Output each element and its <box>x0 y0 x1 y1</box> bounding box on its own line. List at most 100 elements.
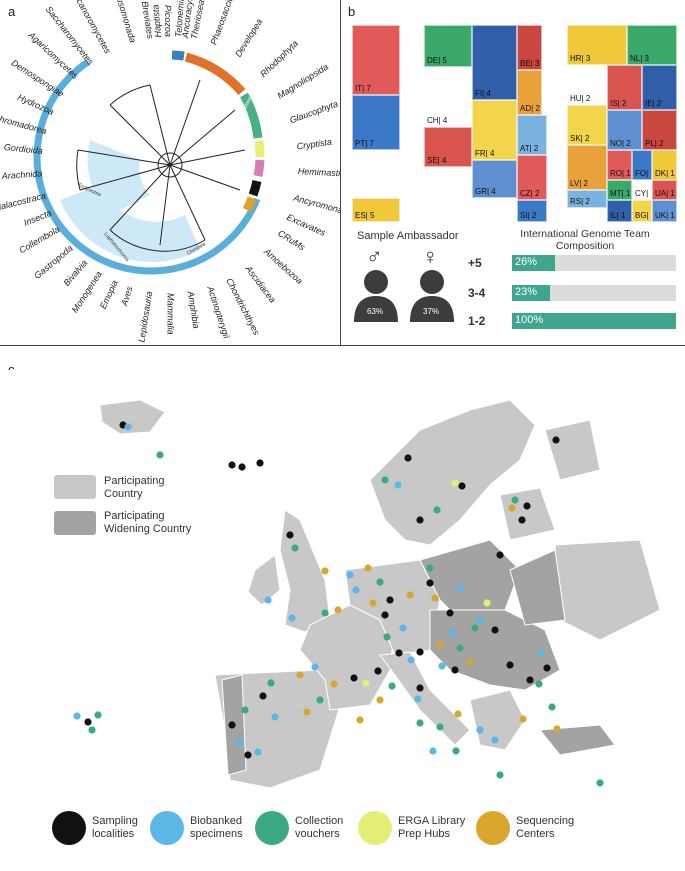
flag-tile: AD| 2 <box>517 70 542 115</box>
taxon-label: Magnoliopsida <box>276 62 331 101</box>
legend-point-label: Collection vouchers <box>295 815 344 840</box>
phylogenetic-tree: TSAR Archaeplastida Fungi Holozoa Ecdyso… <box>0 0 340 343</box>
map-location-marker <box>452 747 460 755</box>
map-location-marker <box>519 715 527 723</box>
panel-divider-vertical <box>340 0 341 345</box>
taxon-label: Aves <box>119 285 135 308</box>
map-location-marker <box>84 718 92 726</box>
map-location-marker <box>376 696 384 704</box>
chart-title: International Genome Team Composition <box>520 228 650 252</box>
map-location-marker <box>264 596 272 604</box>
taxon-label: Amoebozoa <box>261 246 304 286</box>
map-location-marker <box>124 423 132 431</box>
group-label-holozoa: Holozoa <box>62 119 71 138</box>
map-location-marker <box>416 648 424 656</box>
map-location-marker <box>346 571 354 579</box>
bar <box>512 313 676 329</box>
flag-label: PT| 7 <box>355 139 374 148</box>
flag-tile: SE| 4 <box>424 127 472 167</box>
map-location-marker <box>414 695 422 703</box>
tree-branches <box>76 79 246 252</box>
flag-label: CH| 4 <box>427 116 448 125</box>
group-label-tsar: TSAR <box>203 84 218 90</box>
map-location-marker <box>236 738 244 746</box>
map-location-marker <box>404 454 412 462</box>
flag-label: RS| 2 <box>570 197 590 206</box>
legend-area-swatch-participating <box>54 475 96 499</box>
flag-label: GR| 4 <box>475 187 496 196</box>
map-location-marker <box>399 624 407 632</box>
map-location-marker <box>526 676 534 684</box>
flag-tile: GR| 4 <box>472 160 517 198</box>
map-location-marker <box>407 656 415 664</box>
bar <box>512 255 555 271</box>
map-location-marker <box>386 596 394 604</box>
bar-value-label: 100% <box>515 314 544 326</box>
flag-tile: IT| 7 <box>352 25 400 95</box>
country-danube <box>429 609 561 691</box>
flag-tile: NL| 3 <box>627 25 677 65</box>
map-location-marker <box>238 463 246 471</box>
legend-point-label: Sampling localities <box>92 815 138 840</box>
flag-label: LV| 2 <box>570 179 588 188</box>
flag-label: FI| 4 <box>475 89 491 98</box>
map-points <box>73 421 604 787</box>
map-location-marker <box>438 662 446 670</box>
female-person-icon <box>410 270 454 322</box>
map-location-marker <box>259 692 267 700</box>
flag-tile: IL| 1 <box>607 200 632 222</box>
map-location-marker <box>244 751 252 759</box>
flag-label: SE| 4 <box>427 156 447 165</box>
tree-ring-hemimastigophora <box>253 159 265 177</box>
map-location-marker <box>496 771 504 779</box>
map-location-marker <box>491 626 499 634</box>
map-location-marker <box>291 544 299 552</box>
legend-area-label-widening: Participating Widening Country <box>104 510 192 535</box>
map-location-marker <box>321 609 329 617</box>
bar-track: 26% <box>512 255 676 271</box>
flag-tile: LV| 2 <box>567 145 607 190</box>
map-location-marker <box>506 661 514 669</box>
map-location-marker <box>518 516 526 524</box>
map-location-marker <box>376 578 384 586</box>
map-location-marker <box>429 747 437 755</box>
taxon-label: Telonemia <box>173 0 186 38</box>
map-location-marker <box>535 680 543 688</box>
museum-icon <box>255 811 289 845</box>
map-location-marker <box>483 599 491 607</box>
ambassador-figures <box>354 270 454 322</box>
flag-tile: PT| 7 <box>352 95 400 150</box>
flag-tile: HR| 3 <box>567 25 627 65</box>
map-location-marker <box>228 461 236 469</box>
taxon-label: Emopia <box>98 279 120 311</box>
map-location-marker <box>511 496 519 504</box>
land-widening <box>221 539 616 776</box>
bar-category-label: +5 <box>468 256 482 270</box>
flag-label: SK| 2 <box>570 134 590 143</box>
map-location-marker <box>456 644 464 652</box>
map-location-marker <box>476 616 484 624</box>
flag-tile: UA| 1 <box>652 180 677 200</box>
taxon-label: Collembola <box>17 224 61 255</box>
flag-label: DE| 5 <box>427 56 447 65</box>
country-iceland <box>99 399 166 435</box>
legend-area-label-participating: Participating Country <box>104 475 165 500</box>
flag-tile: ES| 5 <box>352 198 400 222</box>
tree-ring-crums <box>242 196 257 212</box>
flag-tile: DE| 5 <box>424 25 472 67</box>
flag-label: ES| 5 <box>355 211 375 220</box>
map-location-marker <box>286 531 294 539</box>
flag-label: CZ| 2 <box>520 189 540 198</box>
flag-label: CY| 1 <box>635 189 651 198</box>
tree-ring-archaeplastida <box>240 92 263 139</box>
map-location-marker <box>256 459 264 467</box>
panel-label-a: a <box>8 4 16 19</box>
tree-ring-haptista <box>171 50 185 61</box>
tree-ring-excavates <box>248 179 262 197</box>
map-location-marker <box>311 663 319 671</box>
taxon-label: Mammalia <box>166 293 176 335</box>
snowflake-icon <box>150 811 184 845</box>
flag-label: HR| 3 <box>570 54 591 63</box>
flag-tile: UK| 1 <box>652 200 677 222</box>
flag-label: IT| 7 <box>355 84 371 93</box>
